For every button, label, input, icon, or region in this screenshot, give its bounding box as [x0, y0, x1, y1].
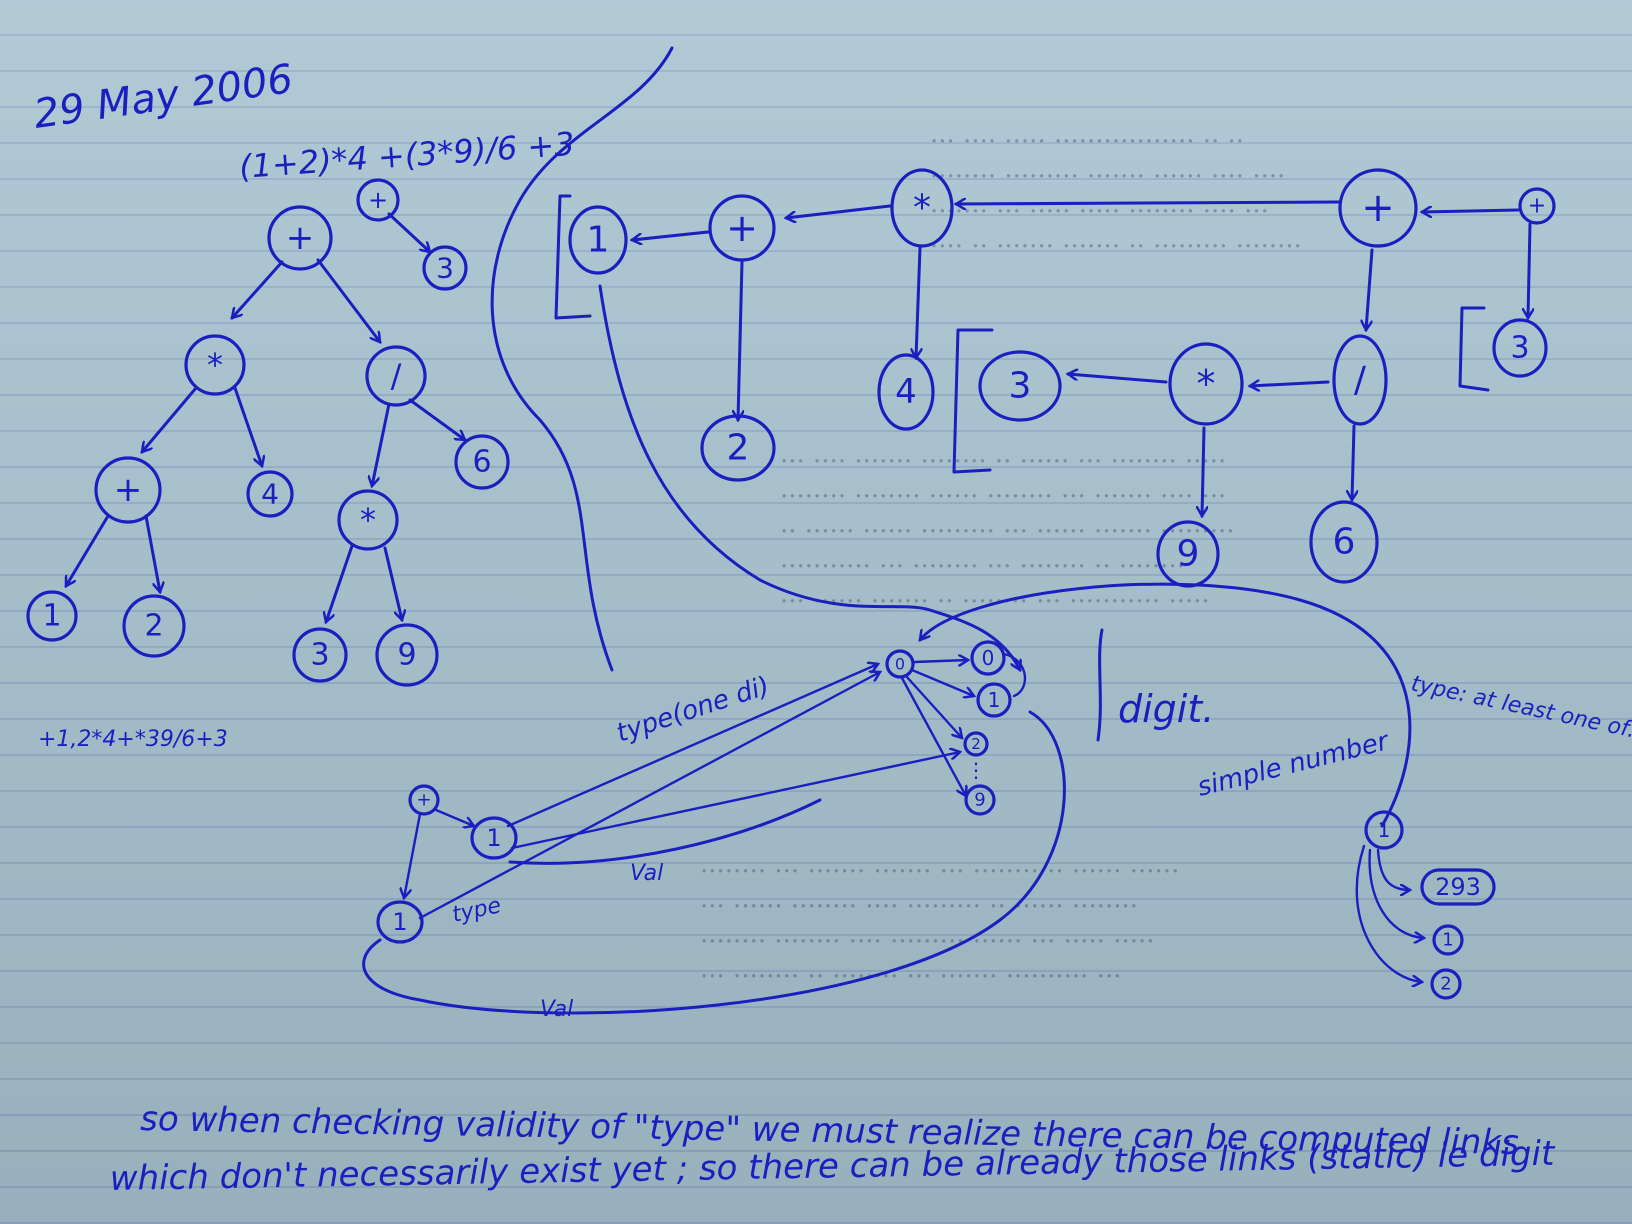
digit-2: 2	[971, 735, 981, 753]
digit-1: 1	[988, 688, 1001, 712]
tree-node-3: 3	[436, 252, 454, 285]
small-node-plus: +	[416, 790, 431, 811]
graph-node-plus-root: +	[1528, 194, 1546, 219]
tree-node-plus-inner: +	[114, 470, 143, 510]
digit-9: 9	[974, 790, 985, 811]
simple-number-label: simple number	[1194, 726, 1393, 803]
tree-node-9: 9	[397, 638, 416, 673]
graph-node-plus-b: +	[1361, 185, 1395, 231]
svg-text:········ ········ ······ ·····: ········ ········ ······ ········ ··· ··…	[780, 482, 1226, 512]
svg-text:··········· ··· ········ ··· ·: ··········· ··· ········ ··· ········ ··…	[780, 552, 1185, 582]
digit-label: digit.	[1118, 687, 1214, 731]
graph-node-times-a: *	[913, 188, 931, 229]
graph-node-4: 4	[895, 372, 917, 412]
val-lower-label: Val	[540, 997, 573, 1022]
graph-node-1: 1	[587, 220, 610, 261]
tree-node-6: 6	[472, 445, 491, 480]
graph-node-plus-a: +	[726, 206, 758, 250]
svg-text:···· ·· ······· ······· ·· ···: ···· ·· ······· ······· ·· ········· ···…	[930, 232, 1302, 262]
prefix-expression-label: +1,2*4+*39/6+3	[38, 727, 228, 752]
svg-text:··· ···· ····· ···············: ··· ···· ····· ················· ·· ··	[930, 127, 1244, 157]
graph-node-3: 3	[1009, 366, 1032, 407]
value-digit-1: 1	[1442, 930, 1453, 951]
simple-number-graph: simple number 1 293 1 2 type: at least o…	[1194, 671, 1632, 1000]
expression-tree-left: + + 3 * / + 4 6 * 1 2 3 9	[26, 178, 510, 687]
graph-node-9: 9	[1177, 534, 1200, 575]
small-node-1-upper: 1	[486, 824, 501, 852]
tree-node-times: *	[207, 346, 223, 384]
tree-node-3-leaf: 3	[310, 638, 329, 673]
svg-text:········ ········ ···· ·······: ········ ········ ···· ········· ······ …	[700, 927, 1155, 957]
digit-source-node: 0	[895, 655, 905, 674]
svg-text:··· ······ ········ ···· ·····: ··· ······ ········ ···· ········· ·· ··…	[700, 892, 1138, 922]
tree-node-times-inner: *	[360, 501, 376, 539]
digit-cluster: 0 0 1 2 ⋮ 9 digit.	[885, 628, 1214, 816]
graph-node-3-right: 3	[1510, 331, 1529, 366]
tree-node-2: 2	[144, 609, 163, 644]
simple-number-node: 1	[1378, 818, 1391, 842]
graph-node-divide: /	[1354, 360, 1367, 401]
tree-node-plus: +	[286, 218, 315, 258]
graph-node-times-b: *	[1197, 362, 1216, 406]
digit-ellipsis: ⋮	[966, 758, 986, 782]
svg-text:········ ········· ······· ···: ········ ········· ······· ······ ···· ·…	[930, 162, 1285, 192]
svg-text:··· ···· ······· ········ ·· ·: ··· ···· ······· ········ ·· ······ ··· …	[780, 447, 1226, 477]
expression-graph-right: 1 + 2 * 4 + + 3 / 6 * 9	[554, 168, 1556, 828]
type-at-least-one-label: type: at least one of.	[1409, 671, 1632, 743]
date-label: 29 May 2006	[31, 56, 296, 138]
type-one-digit-label: type(one di)	[613, 671, 773, 749]
value-digit-2: 2	[1440, 974, 1451, 995]
digit-0: 0	[982, 646, 995, 670]
tree-node-plus-root: +	[368, 186, 388, 214]
svg-text:········ ··· ······· ······· ·: ········ ··· ······· ······· ··· ·······…	[700, 857, 1179, 887]
tree-node-divide: /	[391, 357, 402, 395]
bleed-through-text: ··· ···· ····· ················· ·· ·· ·…	[700, 127, 1302, 992]
svg-text:··· ········ ·· ········ ··· ·: ··· ········ ·· ········ ··· ······· ···…	[700, 962, 1122, 992]
value-293: 293	[1435, 873, 1481, 901]
tree-node-4: 4	[261, 478, 279, 511]
val-upper-label: Val	[630, 861, 663, 886]
small-node-1-lower: 1	[392, 908, 407, 936]
graph-node-6: 6	[1333, 522, 1356, 563]
expression-label: (1+2)*4 +(3*9)/6 +3	[238, 125, 576, 186]
graph-node-2: 2	[727, 428, 750, 469]
tree-node-1: 1	[42, 599, 61, 634]
divider-curve	[490, 46, 674, 672]
